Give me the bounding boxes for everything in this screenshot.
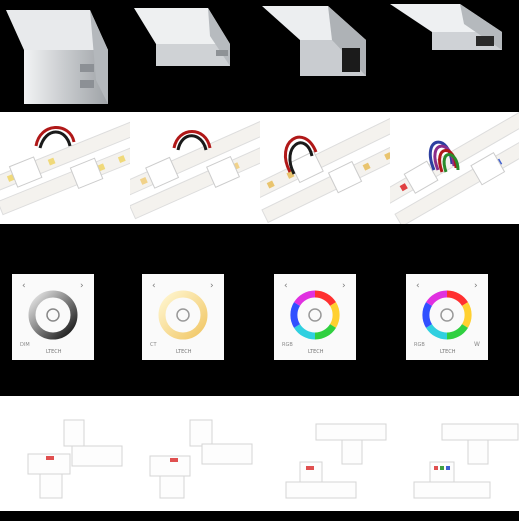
svg-text:‹: ‹ [22,281,26,291]
corner-connector-image-1[interactable] [0,396,130,511]
panel-brand-1: LTECH [46,349,62,355]
svg-text:‹: ‹ [284,281,288,291]
panel-brand-2: LTECH [176,349,192,355]
bottom-bar [0,511,519,521]
profile-image-1[interactable] [0,0,130,112]
touch-panel-4[interactable]: ‹ › RGB W LTECH [390,224,519,396]
connector-image-3[interactable] [260,112,390,224]
corner-connector-image-4[interactable] [390,396,519,511]
panel-mode-left-3: RGB [282,342,293,348]
connector-image-4[interactable] [390,112,519,224]
panel-mode-right-4: W [474,341,480,348]
row-corner-connectors [0,396,519,511]
profile-image-3[interactable] [260,0,390,112]
panel-mode-left-4: RGB [414,342,425,348]
svg-text:›: › [474,281,478,291]
panel-brand-3: LTECH [308,349,324,355]
connector-image-2[interactable] [130,112,260,224]
touch-panel-3[interactable]: ‹ › RGB LTECH [260,224,390,396]
svg-text:›: › [210,281,214,291]
corner-connector-image-2[interactable] [130,396,260,511]
svg-text:›: › [342,281,346,291]
touch-panel-2[interactable]: ‹ › CT LTECH [130,224,260,396]
svg-text:‹: ‹ [152,281,156,291]
row-touch-panels: ‹ › DIM LTECH ‹ › CT [0,224,519,396]
panel-brand-4: LTECH [440,349,456,355]
connector-image-1[interactable] [0,112,130,224]
panel-mode-left-2: CT [150,342,157,348]
row-strip-connectors [0,112,519,224]
svg-text:›: › [80,281,84,291]
row-aluminium-profiles [0,0,519,112]
panel-mode-left-1: DIM [20,342,30,348]
svg-text:‹: ‹ [416,281,420,291]
touch-panel-1[interactable]: ‹ › DIM LTECH [0,224,130,396]
corner-connector-image-3[interactable] [260,396,390,511]
profile-image-2[interactable] [130,0,260,112]
profile-image-4[interactable] [390,0,519,112]
